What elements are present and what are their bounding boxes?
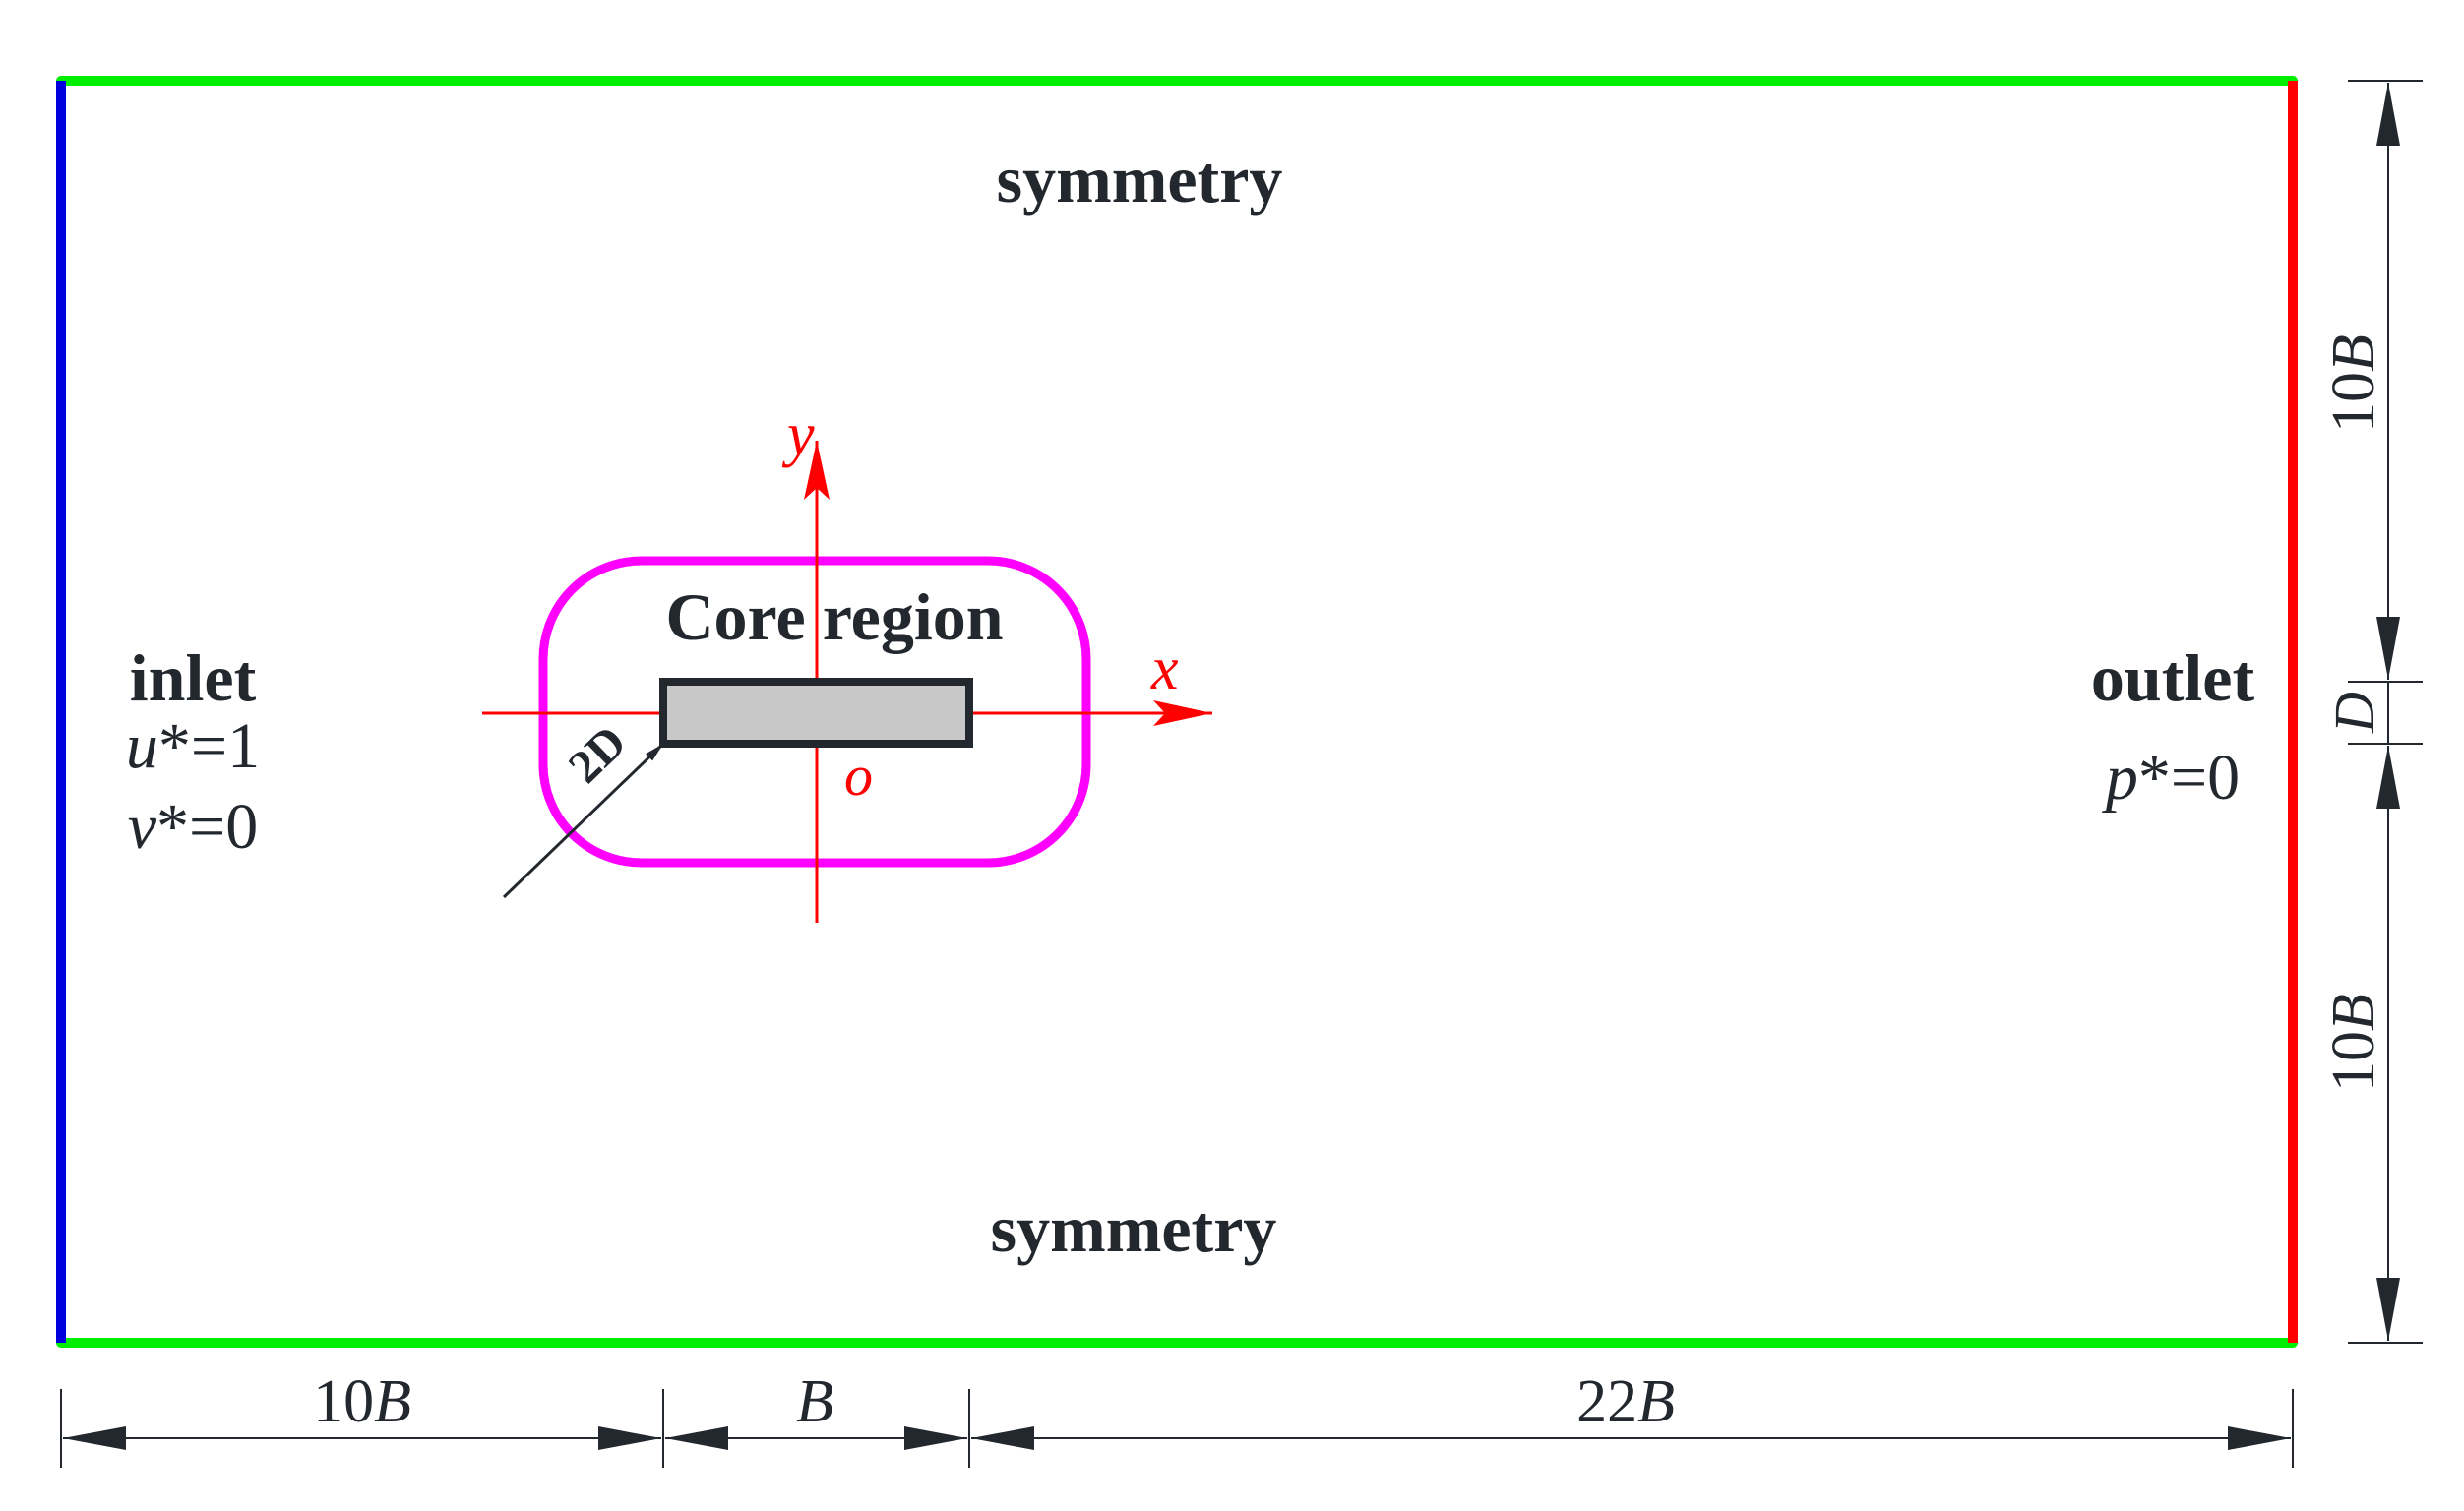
- x-axis-label: x: [1150, 635, 1179, 702]
- bottom-symmetry-label: symmetry: [991, 1191, 1277, 1266]
- outlet-p-condition: p*=0: [2102, 742, 2240, 814]
- y-axis-label: y: [781, 401, 815, 468]
- dim-label-lower-half: 10B: [2320, 994, 2387, 1092]
- dim-label-thickness: D: [2322, 692, 2386, 734]
- rectangular-cylinder-outline: [659, 678, 973, 748]
- rectangular-cylinder: [663, 682, 969, 744]
- dim-label-body: B: [796, 1368, 833, 1435]
- inlet-u-condition: u*=1: [126, 710, 260, 782]
- outlet-label: outlet: [2091, 640, 2255, 715]
- dim-label-downstream: 22B: [1576, 1368, 1675, 1435]
- dim-label-upstream: 10B: [313, 1368, 411, 1435]
- inlet-v-condition: v*=0: [128, 791, 259, 863]
- core-region-label: Core region: [665, 579, 1003, 654]
- origin-label: o: [844, 744, 873, 808]
- top-symmetry-label: symmetry: [997, 142, 1283, 216]
- inlet-label: inlet: [130, 640, 257, 715]
- radius-leader-line: [502, 742, 665, 899]
- dim-label-upper-half: 10B: [2320, 334, 2387, 433]
